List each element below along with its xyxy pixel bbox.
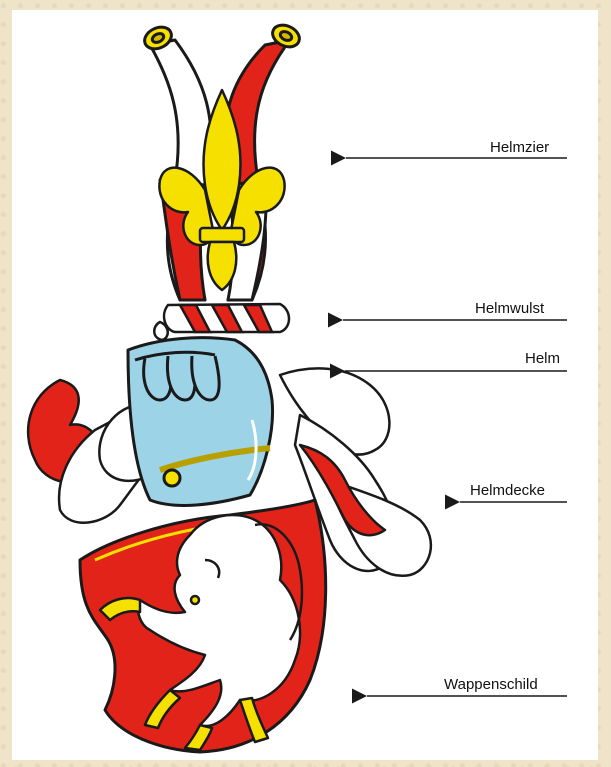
helmet bbox=[128, 338, 273, 506]
label-helmdecke: Helmdecke bbox=[470, 482, 545, 499]
label-helmwulst: Helmwulst bbox=[475, 300, 544, 317]
torse-wreath bbox=[154, 304, 289, 340]
label-helm: Helm bbox=[525, 350, 560, 367]
label-helmzier: Helmzier bbox=[490, 139, 549, 156]
label-wappenschild: Wappenschild bbox=[444, 676, 538, 693]
